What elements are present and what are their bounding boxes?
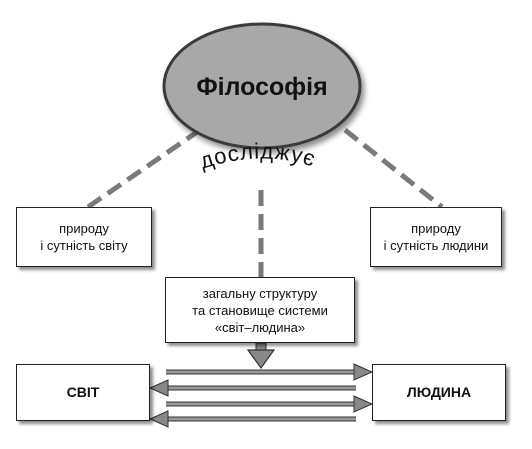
world-nature-line-2: і сутність світу	[40, 238, 128, 253]
connector-right	[343, 128, 444, 209]
philosophy-ellipse	[162, 22, 362, 150]
philosophy-title: Філософія	[196, 73, 327, 101]
human-nature-line-2: і сутність людини	[383, 238, 489, 253]
structure-box: загальну структуру та становище системи …	[165, 277, 355, 343]
structure-line-3: «світ–людина»	[214, 319, 306, 335]
world-label: СВІТ	[66, 384, 100, 400]
human-box: ЛЮДИНА	[372, 364, 506, 421]
arrow-world-to-human-lower	[166, 395, 374, 413]
verb-label-path: досліджує	[197, 138, 318, 173]
arrow-human-to-world-bottom	[148, 410, 356, 428]
verb-label: досліджує	[197, 138, 319, 173]
world-nature-line-1: природу	[59, 221, 109, 236]
arrow-human-to-world-upper	[148, 379, 356, 397]
human-nature-box: природу і сутність людини	[370, 207, 502, 267]
human-label: ЛЮДИНА	[406, 384, 472, 400]
connector-left	[86, 127, 202, 210]
structure-line-1: загальну структуру	[202, 285, 318, 301]
structure-line-2: та становище системи	[192, 302, 328, 318]
world-nature-box: природу і сутність світу	[16, 207, 152, 267]
human-nature-line-1: природу	[411, 221, 461, 236]
arrow-world-to-human-top	[166, 363, 374, 381]
down-arrow	[246, 342, 276, 370]
world-box: СВІТ	[16, 364, 150, 421]
